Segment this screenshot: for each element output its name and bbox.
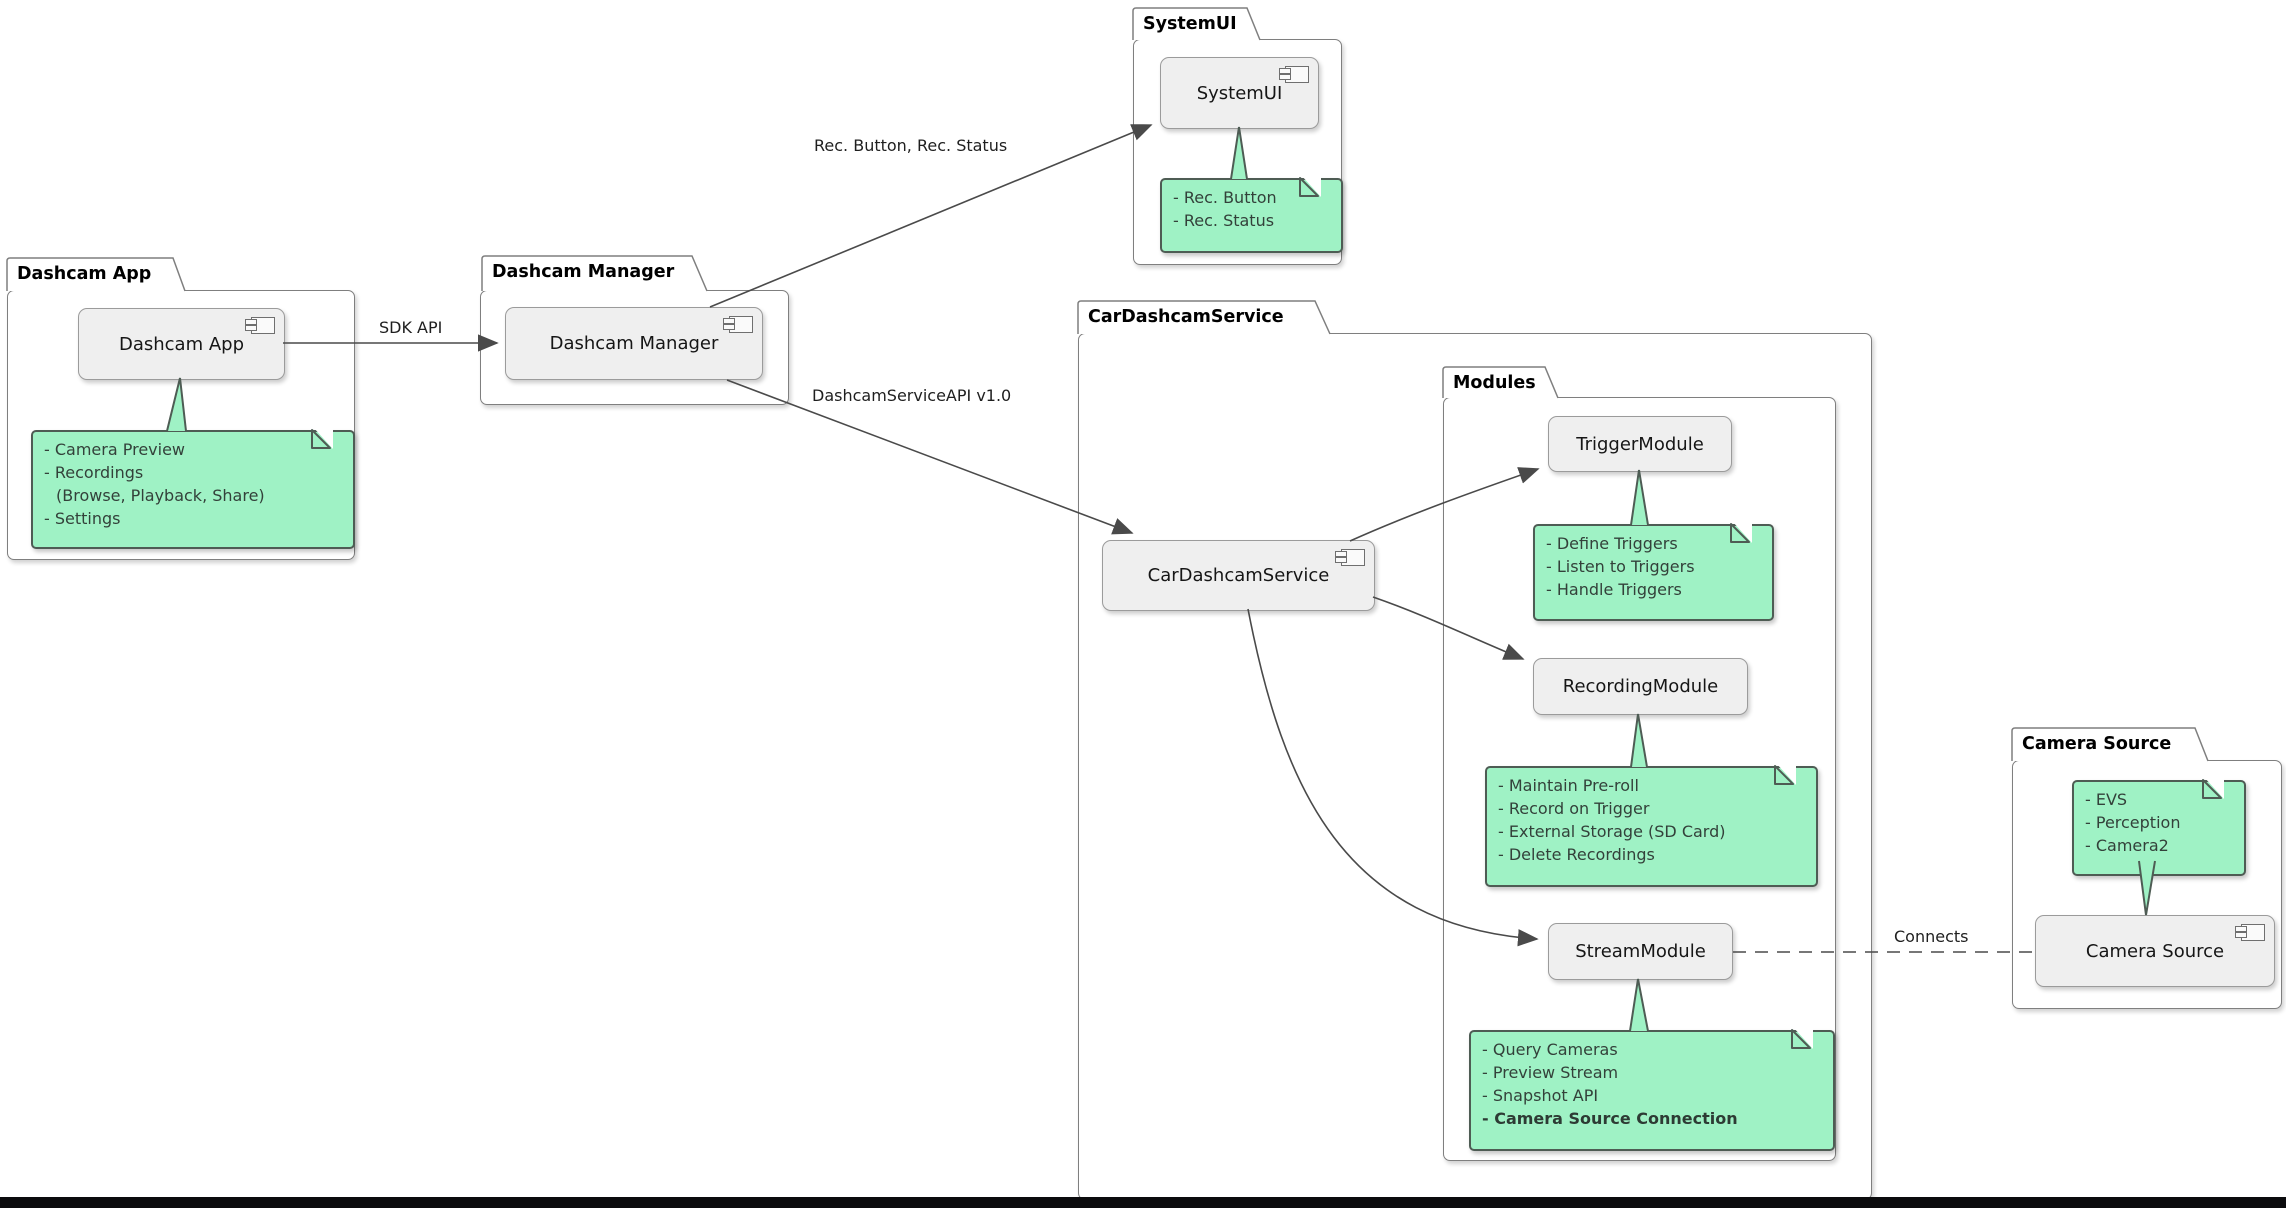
note-line: - Delete Recordings [1498,845,1655,864]
package-title-camera-source: Camera Source [2022,734,2172,754]
edge-label-sdk-api: SDK API [379,318,443,337]
note-line: - Perception [2085,813,2181,832]
note-line: (Browse, Playback, Share) [56,486,265,505]
component-trigger-module: TriggerModule [1548,416,1732,472]
component-stream-module: StreamModule [1548,923,1733,980]
package-title-dashcam-app: Dashcam App [17,264,152,284]
package-title-car-dashcam-service: CarDashcamService [1088,307,1284,327]
note-dashcam-app: - Camera Preview - Recordings (Browse, P… [31,430,355,549]
package-title-modules: Modules [1453,373,1536,393]
component-icon [245,317,275,334]
note-line: - Camera2 [2085,836,2169,855]
note-line: - Query Cameras [1482,1040,1618,1059]
component-label: TriggerModule [1576,433,1704,455]
component-camera-source: Camera Source [2035,915,2275,987]
note-line: - Define Triggers [1546,534,1678,553]
component-label: CarDashcamService [1147,565,1330,586]
note-line: - Listen to Triggers [1546,557,1695,576]
note-line: - EVS [2085,790,2128,809]
note-line: - Recordings [44,463,144,482]
note-line: - Record on Trigger [1498,799,1650,818]
note-line: - Maintain Pre-roll [1498,776,1639,795]
note-recording-module: - Maintain Pre-roll - Record on Trigger … [1485,766,1818,887]
edge-label-connects: Connects [1894,927,1969,946]
edge-label-rec-ui: Rec. Button, Rec. Status [814,136,1008,155]
package-title-systemui: SystemUI [1143,14,1237,34]
bottom-bar [0,1197,2286,1208]
component-icon [1279,66,1309,83]
component-systemui: SystemUI [1160,57,1319,129]
note-line: - Snapshot API [1482,1086,1599,1105]
note-line: - Rec. Status [1173,211,1275,230]
component-icon [2235,924,2265,941]
component-icon [723,316,753,333]
package-title-dashcam-manager: Dashcam Manager [492,262,675,282]
note-line: - Preview Stream [1482,1063,1619,1082]
component-label: Dashcam App [118,333,245,355]
note-line: - Settings [44,509,121,528]
note-line: - Rec. Button [1173,188,1277,207]
note-line: - Camera Source Connection [1482,1109,1738,1128]
component-label: StreamModule [1575,941,1706,962]
note-line: - Camera Preview [44,440,186,459]
edge-label-service-api: DashcamServiceAPI v1.0 [812,386,1012,405]
note-systemui: - Rec. Button - Rec. Status [1160,178,1343,253]
note-line: - External Storage (SD Card) [1498,822,1726,841]
note-line: - Handle Triggers [1546,580,1682,599]
component-icon [1335,549,1365,566]
note-stream-module: - Query Cameras - Preview Stream - Snaps… [1469,1030,1835,1151]
component-dashcam-manager: Dashcam Manager [505,307,763,380]
component-label: Dashcam Manager [549,333,719,354]
component-dashcam-app: Dashcam App [78,308,285,380]
component-label: Camera Source [2085,940,2225,962]
component-car-dashcam-service: CarDashcamService [1102,540,1375,611]
component-label: SystemUI [1196,82,1283,104]
note-camera-source: - EVS - Perception - Camera2 [2072,780,2246,876]
note-trigger-module: - Define Triggers - Listen to Triggers -… [1533,524,1774,621]
component-recording-module: RecordingModule [1533,658,1748,715]
component-label: RecordingModule [1562,676,1719,697]
